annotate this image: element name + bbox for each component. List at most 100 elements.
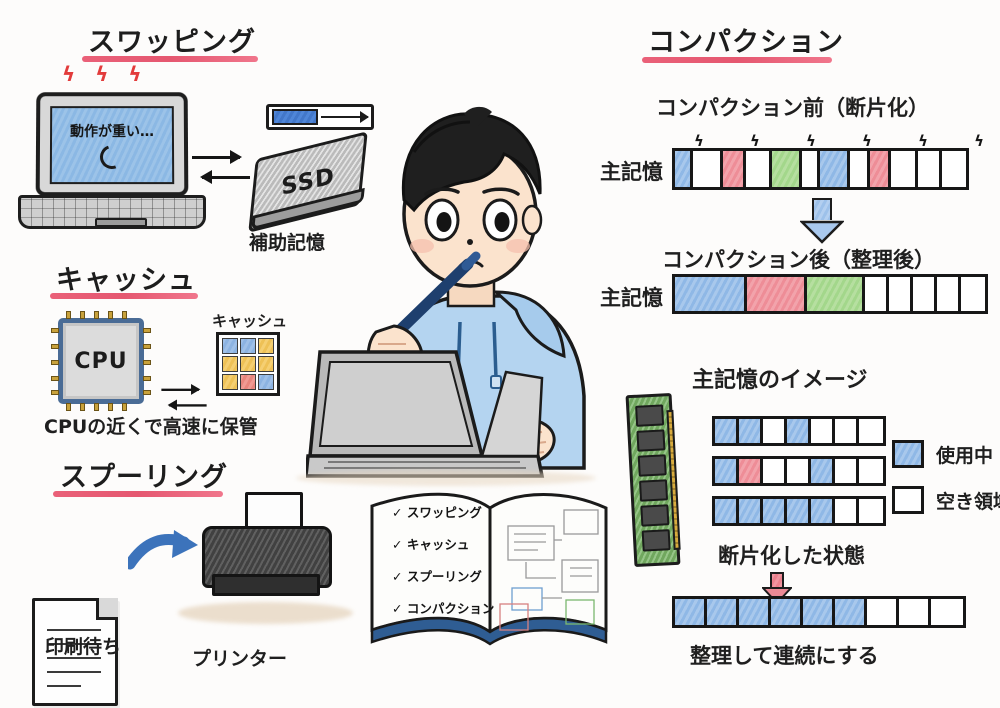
memory-cell-white [850, 151, 870, 187]
memory-cell-white [865, 277, 889, 311]
laptop-screen: 動作が重い… [49, 106, 175, 185]
cpu-illustration: CPU [51, 311, 151, 411]
legend: 使用中 空き領域 [892, 440, 1000, 514]
checklist-item: ✓ スプーリング [392, 569, 482, 584]
squiggle-mark: ϟ [694, 132, 704, 150]
cpu-pin [108, 311, 113, 319]
squiggle-mark: ϟ [862, 132, 872, 150]
cache-cell [240, 374, 256, 390]
cpu-pin [51, 390, 59, 395]
printer-output-slot [212, 574, 320, 596]
memory-cell-blue [787, 499, 811, 523]
memory-cell-white [931, 599, 963, 625]
cpu-chip: CPU [58, 318, 144, 404]
cache-cell [258, 356, 274, 372]
memory-cell-white [891, 151, 918, 187]
heat-squiggle-icon: ϟ [128, 62, 142, 86]
squiggle-mark: ϟ [806, 132, 816, 150]
memory-cell-blue [675, 599, 707, 625]
memory-cell-red [747, 277, 807, 311]
section-title-cache: キャッシュ [56, 265, 196, 296]
cpu-pin [94, 403, 99, 411]
memory-cell-white [918, 151, 942, 187]
underline-spooling [53, 491, 223, 497]
section-title-swapping: スワッピング [88, 27, 256, 58]
cpu-pin [143, 390, 151, 395]
cpu-pin [51, 344, 59, 349]
memory-cell-white [867, 599, 899, 625]
memory-cell-blue [739, 499, 763, 523]
memory-cell-white [811, 419, 835, 443]
heat-squiggle-icon: ϟ [95, 62, 109, 86]
cache-double-arrow-icon [161, 382, 207, 413]
memory-bar-after-compaction [672, 274, 988, 314]
legend-item-used: 使用中 [892, 440, 1000, 468]
cpu-pin [143, 328, 151, 333]
legend-swatch-free [892, 486, 924, 514]
memory-cell-blue [835, 599, 867, 625]
memory-cell-blue [811, 499, 835, 523]
memory-cell-white [763, 459, 787, 483]
memory-cell-white [899, 599, 931, 625]
squiggle-mark: ϟ [974, 132, 984, 150]
ram-module-illustration [625, 392, 681, 568]
memory-cell-white [835, 459, 859, 483]
cpu-pin [66, 403, 71, 411]
laptop-base [18, 195, 206, 229]
legend-swatch-used [892, 440, 924, 468]
progress-fill [272, 109, 318, 125]
laptop-trackpad [95, 218, 147, 227]
cache-cell [258, 338, 274, 354]
caption-cache: CPUの近くで高速に保管 [44, 416, 258, 438]
memory-cell-blue [715, 459, 739, 483]
memory-row [712, 416, 886, 446]
cpu-pin [80, 311, 85, 319]
compaction-arrow-down-icon [800, 198, 844, 244]
memory-cell-white [937, 277, 961, 311]
cache-block-label: キャッシュ [212, 312, 288, 330]
open-notebook [366, 482, 616, 666]
checklist-item: ✓ コンパクション [392, 601, 495, 616]
memory-cell-green [772, 151, 802, 187]
legend-label-free: 空き領域 [936, 490, 1000, 513]
cache-cell [222, 338, 238, 354]
memory-cell-white [889, 277, 913, 311]
laptop-illustration: 動作が重い… [18, 92, 206, 229]
memory-bar-compacted [672, 596, 966, 628]
notebook-checklist: ✓ スワッピング ✓ キャッシュ ✓ スプーリング ✓ コンパクション [392, 502, 494, 617]
underline-cache [50, 293, 198, 299]
caption-printer: プリンター [192, 648, 288, 670]
memory-cell-white [802, 151, 820, 187]
spool-arrow-icon [124, 528, 200, 574]
section-title-compaction: コンパクション [648, 27, 844, 58]
memory-label-before: 主記憶 [600, 160, 663, 184]
memory-cell-blue [715, 419, 739, 443]
caption-secondary-storage: 補助記憶 [249, 232, 326, 254]
transfer-progress-bar [266, 104, 374, 130]
cpu-pin [94, 311, 99, 319]
memory-cell-white [913, 277, 937, 311]
desk-shadow [178, 602, 353, 624]
heat-squiggle-icon: ϟ [62, 62, 76, 86]
memory-cell-green [807, 277, 865, 311]
memory-cell-white [763, 419, 787, 443]
memory-cell-white [859, 419, 883, 443]
cpu-pin [51, 376, 59, 381]
laptop-screen-text: 動作が重い… [70, 124, 154, 141]
ram-chip [641, 529, 671, 552]
cpu-pin [143, 360, 151, 365]
ram-chip [637, 454, 667, 477]
memory-cell-blue [803, 599, 835, 625]
ram-chip [635, 404, 665, 427]
swap-double-arrow-icon [192, 148, 250, 188]
legend-item-free: 空き領域 [892, 486, 1000, 514]
caption-print-queue: 印刷待ち [45, 636, 122, 658]
cpu-pin [66, 311, 71, 319]
heat-marks: ϟ ϟ ϟ [62, 62, 142, 86]
memory-cell-blue [675, 277, 747, 311]
memory-cell-white [961, 277, 985, 311]
heading-before-compaction: コンパクション前（断片化） [656, 96, 929, 120]
heading-memory-image: 主記憶のイメージ [692, 368, 868, 393]
desk-shadow [296, 470, 596, 486]
heading-after-compaction: コンパクション後（整理後） [662, 248, 935, 272]
